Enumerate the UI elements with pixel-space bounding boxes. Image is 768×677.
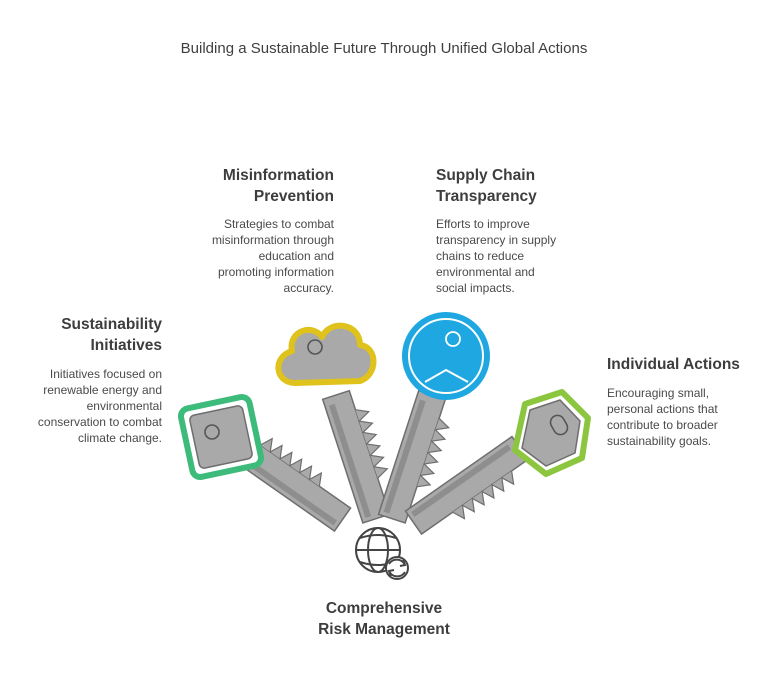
misinformation-prevention-desc: Strategies to combat misinformation thro… xyxy=(211,217,334,295)
misinformation-prevention-heading: Misinformation Prevention xyxy=(222,167,334,205)
individual-actions-desc: Encouraging small, personal actions that… xyxy=(607,386,718,448)
individual-actions-heading: Individual Actions xyxy=(607,356,740,373)
sustainability-initiatives-desc: Initiatives focused on renewable energy … xyxy=(37,367,162,445)
supply-chain-transparency-desc: Efforts to improve transparency in suppl… xyxy=(436,217,557,295)
supply-chain-transparency-heading: Supply Chain Transparency xyxy=(436,167,537,205)
square-key-icon xyxy=(177,393,359,532)
round-key-icon xyxy=(377,312,490,528)
cloud-key-icon xyxy=(275,322,402,524)
hexagon-key-icon xyxy=(404,389,591,545)
globe-refresh-icon xyxy=(355,527,409,580)
page-title: Building a Sustainable Future Through Un… xyxy=(180,40,588,57)
comprehensive-risk-management-label: Comprehensive Risk Management xyxy=(318,600,450,638)
sustainability-initiatives-heading: Sustainability Initiatives xyxy=(61,316,162,354)
